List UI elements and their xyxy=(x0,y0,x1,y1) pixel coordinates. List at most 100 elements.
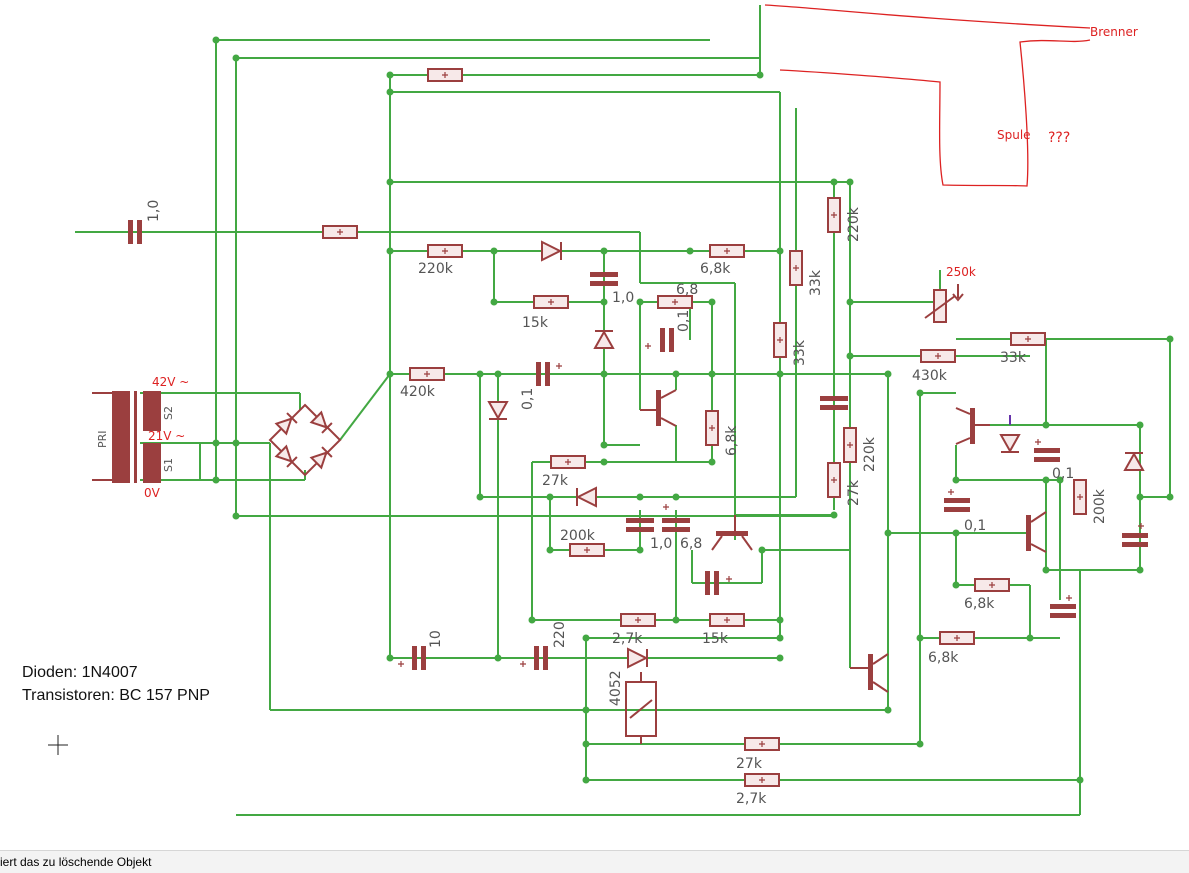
capacitor-emitter xyxy=(705,571,732,595)
label-10: 10 xyxy=(428,630,444,648)
capacitor-1-0-a xyxy=(590,272,618,286)
label-0-1-d: 0,1 xyxy=(1052,466,1074,482)
label-c-input: 1,0 xyxy=(146,200,162,222)
resistors[interactable] xyxy=(322,68,1087,787)
label-220k-a: 220k xyxy=(418,261,454,277)
label-200k-a: 200k xyxy=(560,528,596,544)
component-labels: 1,0 220k 6,8k 1,0 15k 6,8 0,1 33k 220k 3… xyxy=(96,200,1108,807)
label-6k8-a: 6,8k xyxy=(700,261,731,277)
label-6k8-c: 6,8k xyxy=(964,596,995,612)
resistor-6k8-c xyxy=(974,578,1010,592)
relay-4052[interactable] xyxy=(625,672,657,744)
red-annotations: 42V ~ 21V ~ 0V Brenner Spule ??? xyxy=(144,25,1138,500)
label-430k: 430k xyxy=(912,368,948,384)
resistor-220k-c xyxy=(843,427,857,463)
capacitor-0-1-c xyxy=(944,489,970,512)
label-1-0-b: 1,0 xyxy=(650,536,672,552)
label-2k7-b: 2,7k xyxy=(736,791,767,807)
label-27k-c: 27k xyxy=(736,756,763,772)
label-0-1-c: 0,1 xyxy=(964,518,986,534)
resistor-input xyxy=(322,225,358,239)
capacitor-mid xyxy=(820,396,848,410)
transistor-1 xyxy=(640,389,677,427)
resistor-27k-c xyxy=(744,737,780,751)
label-1-0-a: 1,0 xyxy=(612,290,634,306)
diode-5 xyxy=(627,647,649,669)
label-0-1-b: 0,1 xyxy=(520,388,536,410)
resistor-6k8-d xyxy=(939,631,975,645)
label-33k-a: 33k xyxy=(808,269,824,296)
diodes[interactable] xyxy=(487,240,1145,669)
label-6k8-d: 6,8k xyxy=(928,650,959,666)
resistor-33k-b xyxy=(773,322,787,358)
label-s1: S1 xyxy=(162,458,175,472)
capacitor-low-right xyxy=(1050,595,1076,618)
diode-7 xyxy=(1123,451,1145,471)
annotation-question: ??? xyxy=(1048,130,1070,146)
label-4052: 4052 xyxy=(608,670,624,706)
label-15k-b: 15k xyxy=(702,631,729,647)
schematic-canvas[interactable]: 1,0 220k 6,8k 1,0 15k 6,8 0,1 33k 220k 3… xyxy=(0,0,1189,850)
transistor-3 xyxy=(850,653,889,693)
junction-dots xyxy=(212,36,1174,784)
status-bar: iert das zu löschende Objekt xyxy=(0,850,1189,873)
resistor-27k-b xyxy=(827,462,841,498)
resistor-27k-a xyxy=(550,455,586,469)
capacitor-right xyxy=(1122,523,1148,547)
transistor-4 xyxy=(955,407,990,445)
capacitor-1-0-b xyxy=(626,518,654,532)
note-diodes: Dioden: 1N4007 xyxy=(22,664,138,681)
resistor-6-8-a xyxy=(657,295,693,309)
label-420k: 420k xyxy=(400,384,436,400)
notes: Dioden: 1N4007 Transistoren: BC 157 PNP xyxy=(22,664,210,704)
label-2k7-a: 2,7k xyxy=(612,631,643,647)
diode-6 xyxy=(999,415,1021,454)
resistor-33k-a xyxy=(789,250,803,286)
transistor-2 xyxy=(711,515,753,551)
transistors[interactable] xyxy=(640,389,1047,693)
resistor-33k-c xyxy=(1010,332,1046,346)
diode-3 xyxy=(487,401,509,421)
status-text: iert das zu löschende Objekt xyxy=(0,855,152,869)
annotation-21v: 21V ~ xyxy=(148,429,185,443)
label-0-1-a: 0,1 xyxy=(676,310,692,332)
label-15k-a: 15k xyxy=(522,315,549,331)
resistor-220k-a xyxy=(427,244,463,258)
resistor-420k xyxy=(409,367,445,381)
label-33k-c: 33k xyxy=(1000,350,1027,366)
label-220k-b: 220k xyxy=(846,206,862,242)
resistor-6k8-a xyxy=(709,244,745,258)
label-6k8-b: 6,8k xyxy=(724,425,740,456)
resistor-15k-b xyxy=(709,613,745,627)
resistor-220k-b xyxy=(827,197,841,233)
bridge-rectifier[interactable] xyxy=(268,403,342,477)
resistor-430k xyxy=(920,349,956,363)
label-33k-b: 33k xyxy=(792,339,808,366)
diode-1 xyxy=(541,240,563,262)
resistor-200k-b xyxy=(1073,479,1087,515)
label-6-8-a: 6,8 xyxy=(676,282,698,298)
capacitor-0-1-a xyxy=(645,328,674,352)
label-s2: S2 xyxy=(162,406,175,420)
capacitors[interactable] xyxy=(128,220,1148,670)
resistor-6k8-b xyxy=(705,410,719,446)
diode-4 xyxy=(575,486,597,508)
crosshair-cursor-icon xyxy=(48,735,68,755)
resistor-15k-a xyxy=(533,295,569,309)
diode-2 xyxy=(593,329,615,349)
resistor-2k7-b xyxy=(744,773,780,787)
resistor-top xyxy=(427,68,463,82)
resistor-2k7-a xyxy=(620,613,656,627)
note-transistors: Transistoren: BC 157 PNP xyxy=(22,687,210,704)
capacitor-0-1-d xyxy=(1034,439,1060,462)
potentiometer-250k[interactable] xyxy=(924,284,964,323)
capacitor-0-1-b xyxy=(536,362,562,386)
label-pri: PRI xyxy=(96,430,109,448)
label-6-8-b: 6,8 xyxy=(680,536,702,552)
label-250k: 250k xyxy=(946,265,976,279)
label-27k-a: 27k xyxy=(542,473,569,489)
transformer[interactable] xyxy=(92,391,161,483)
capacitor-220 xyxy=(520,646,548,670)
annotation-spule: Spule xyxy=(997,128,1031,142)
label-200k-b: 200k xyxy=(1092,488,1108,524)
